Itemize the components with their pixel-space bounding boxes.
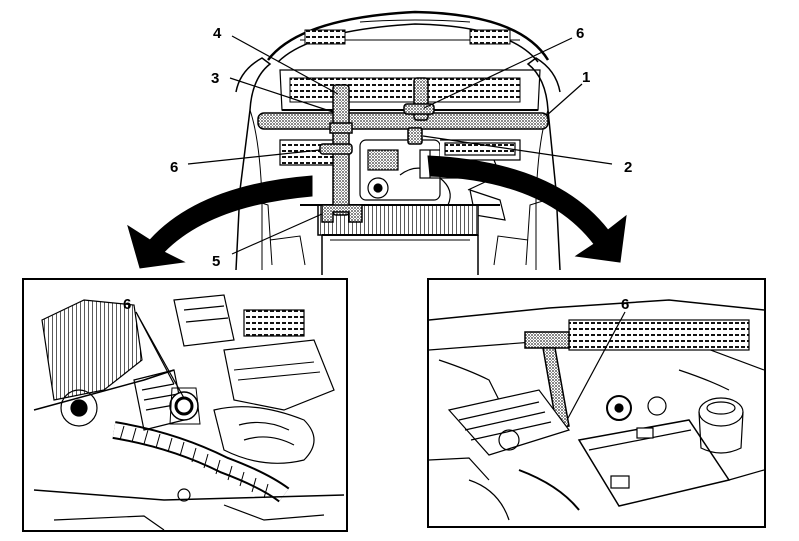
tool-crossbar xyxy=(257,112,549,130)
callout-5: 5 xyxy=(212,253,220,270)
service-tool xyxy=(257,77,549,223)
callout-2: 2 xyxy=(624,159,632,176)
right-inset-callout-6: 6 xyxy=(621,296,629,313)
curved-arrow-left-icon xyxy=(127,175,313,269)
callout-3: 3 xyxy=(211,70,219,87)
curved-arrow-right-icon xyxy=(427,155,627,263)
right-inset-leader xyxy=(566,311,626,421)
left-inset: 6 xyxy=(22,278,348,532)
callout-6-upper: 6 xyxy=(576,25,584,42)
tool-lower-handle-grip xyxy=(319,143,353,155)
callout-6-left: 6 xyxy=(170,159,178,176)
right-inset-tool-handle xyxy=(524,331,570,349)
raised-hood xyxy=(267,10,550,63)
left-inset-callout-6: 6 xyxy=(123,296,131,313)
top-leader-lines xyxy=(187,35,613,255)
callout-1: 1 xyxy=(582,69,590,86)
right-inset: 6 xyxy=(427,278,766,528)
tool-connector xyxy=(407,127,423,145)
tool-base-handle xyxy=(321,204,363,223)
top-engine-view xyxy=(235,10,561,275)
callout-4: 4 xyxy=(213,25,222,42)
